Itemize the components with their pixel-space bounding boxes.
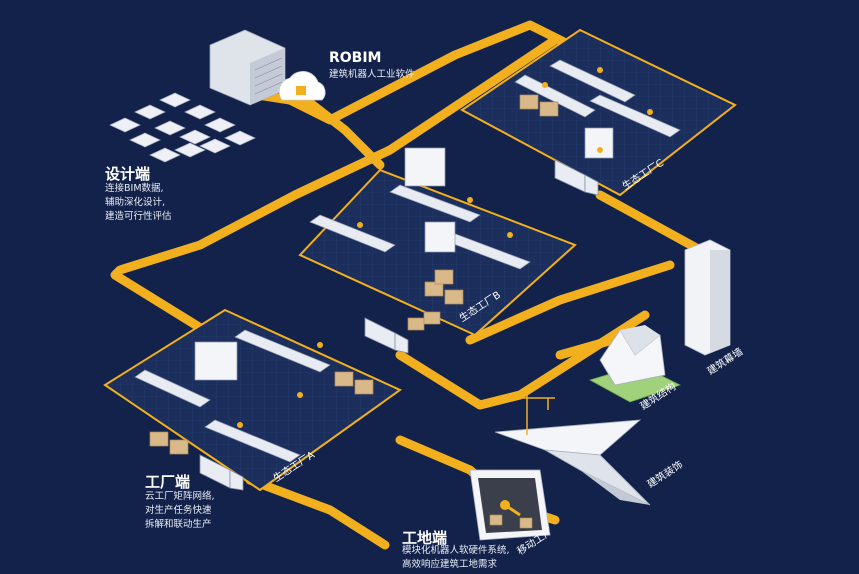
track-b-to-right [465,260,675,345]
crane-icon [515,395,555,435]
eco-factory-a-platform [103,308,402,492]
site-line-2: 高效响应建筑工地需求 [402,559,498,570]
track-main-left [110,35,560,345]
decoration-label: 建筑装饰 [645,458,686,491]
eco-factory-b-platform [298,147,577,354]
cloud-icon [278,71,326,101]
track-lower-middle [395,310,650,410]
truck-c [554,159,599,196]
factory-line-1: 云工厂矩阵网络, [145,491,215,502]
truck-a [199,454,244,491]
track-c-to-tower [595,190,705,255]
decoration-roof-icon [494,419,651,506]
track-cloud-down [295,90,385,170]
factory-line-2: 对生产任务快速 [145,505,212,516]
factory-line-3: 拆解和联动生产 [145,519,212,530]
site-line-1: 模块化机器人软硬件系统, [402,545,510,556]
track-a-bottom [245,475,390,550]
design-title: 设计端 [105,165,151,183]
design-line-3: 建造可行性评估 [105,211,172,222]
design-screens-grid [109,92,256,163]
robim-subtitle: 建筑机器人工业软件 [329,69,415,80]
curtain-wall-tower-icon [684,239,731,356]
factory-title: 工厂端 [145,473,191,491]
structure-model-icon [588,325,682,403]
site-title: 工地端 [402,529,448,547]
server-rack-icon [209,29,286,106]
eco-factory-c-platform [460,28,737,197]
truck-b [364,317,409,354]
design-line-2: 辅助深化设计, [105,197,166,208]
mobile-factory-icon [469,469,551,541]
design-line-1: 连接BIM数据, [105,183,164,194]
robim-title: ROBIM [329,50,382,66]
